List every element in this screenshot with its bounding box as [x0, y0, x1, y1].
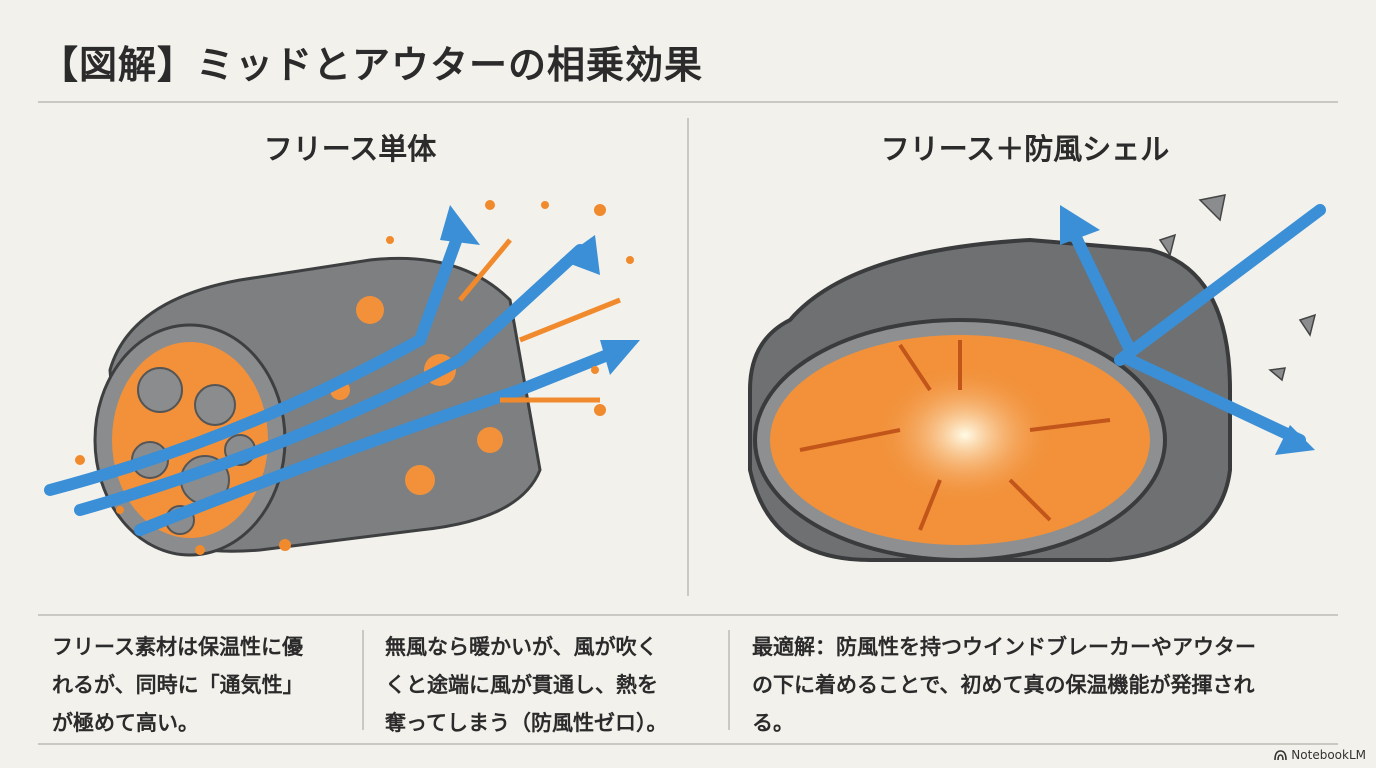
caption-line: の下に着めることで、初めて真の保温機能が発揮され	[752, 673, 1255, 697]
heat-particles	[75, 200, 634, 555]
right-panel-heading: フリース＋防風シェル	[880, 132, 1170, 166]
caption-line: フリース素材は保温性に優	[52, 635, 303, 659]
deflected-wind-arrows	[1064, 204, 1326, 446]
caption-line: 奪ってしまう（防風性ゼロ）。	[385, 711, 668, 735]
left-panel-heading: フリース単体	[263, 132, 437, 166]
brand-label: NotebookLM	[1291, 748, 1366, 762]
caption-line: くと途端に風が貫通し、熱を	[385, 673, 658, 697]
caption-optimal-solution: 最適解：防風性を持つウインドブレーカーやアウター の下に着めることで、初めて真の…	[752, 628, 1256, 742]
heat-arrows	[458, 238, 621, 403]
fleece-only-illustration	[44, 200, 640, 557]
caption-divider-2	[728, 630, 730, 730]
bottom-divider	[38, 743, 1338, 745]
notebooklm-logo-icon	[1274, 750, 1288, 760]
caption-line: る。	[752, 711, 794, 735]
wind-arrowheads	[440, 205, 640, 375]
captions-top-divider	[38, 614, 1338, 616]
panel-divider	[687, 118, 689, 596]
caption-line: れるが、同時に「通気性」	[52, 673, 304, 697]
page-title: 【図解】ミッドとアウターの相乗効果	[40, 43, 704, 87]
retained-heat-arrows	[799, 340, 1111, 531]
caption-line: が極めて高い。	[52, 711, 199, 735]
wind-arrows	[44, 224, 626, 536]
notebooklm-watermark: NotebookLM	[1274, 748, 1366, 762]
caption-fleece-breathability: フリース素材は保温性に優 れるが、同時に「通気性」 が極めて高い。	[52, 628, 304, 742]
caption-line: 無風なら暖かいが、風が吹く	[385, 635, 658, 659]
title-divider	[38, 101, 1338, 103]
windproof-shell	[748, 237, 1232, 562]
caption-line: 最適解：防風性を持つウインドブレーカーやアウター	[752, 635, 1256, 659]
fleece-with-shell-illustration	[748, 194, 1326, 562]
caption-divider-1	[362, 630, 364, 730]
caption-wind-penetration: 無風なら暖かいが、風が吹く くと途端に風が貫通し、熱を 奪ってしまう（防風性ゼロ…	[385, 628, 667, 742]
shell-debris	[1158, 194, 1317, 382]
